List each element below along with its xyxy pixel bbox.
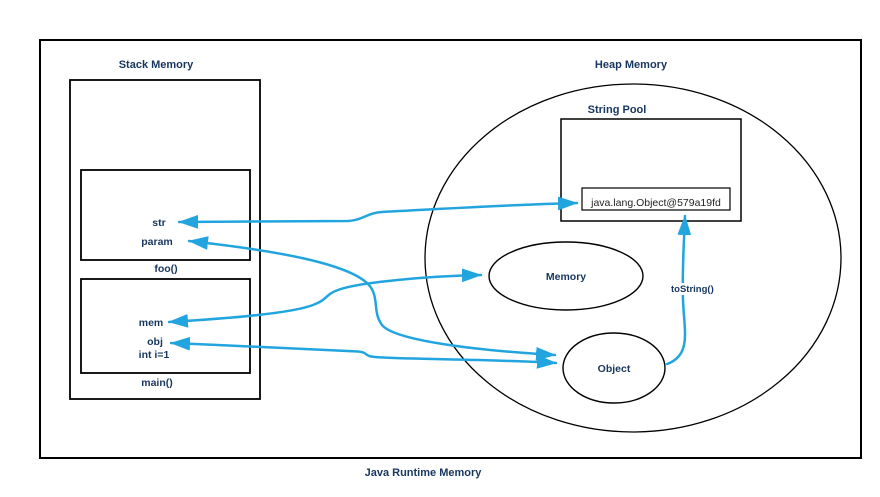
object-ellipse — [562, 332, 666, 404]
var-label-int-i: int i=1 — [139, 349, 170, 361]
var-label-param: param — [141, 236, 173, 248]
arrow-tostring — [665, 214, 692, 366]
tostring-label: toString() — [671, 284, 714, 295]
heap-memory-title: Heap Memory — [595, 59, 668, 71]
main-frame-label: main() — [141, 377, 173, 389]
arrow-str-to-string-pool-entry — [177, 196, 579, 229]
var-label-obj: obj — [147, 336, 163, 348]
string-pool-entry-box — [581, 187, 731, 211]
stack-memory-title: Stack Memory — [119, 59, 194, 71]
object-label: Object — [598, 363, 631, 375]
diagram-border — [39, 39, 862, 459]
diagram-title: Java Runtime Memory — [365, 467, 483, 479]
memory-object-label: Memory — [546, 271, 586, 283]
arrow-obj-to-object — [169, 336, 558, 369]
tostring-label-bg — [669, 283, 718, 295]
string-pool-box — [560, 118, 742, 222]
string-pool-title: String Pool — [588, 104, 647, 116]
string-pool-entry-text: java.lang.Object@579a19fd — [590, 197, 721, 209]
var-label-str: str — [152, 217, 165, 229]
heap-ellipse — [424, 83, 842, 433]
foo-frame-label: foo() — [154, 263, 177, 275]
var-label-mem: mem — [139, 317, 164, 329]
arrow-mem-to-memory — [167, 268, 483, 328]
